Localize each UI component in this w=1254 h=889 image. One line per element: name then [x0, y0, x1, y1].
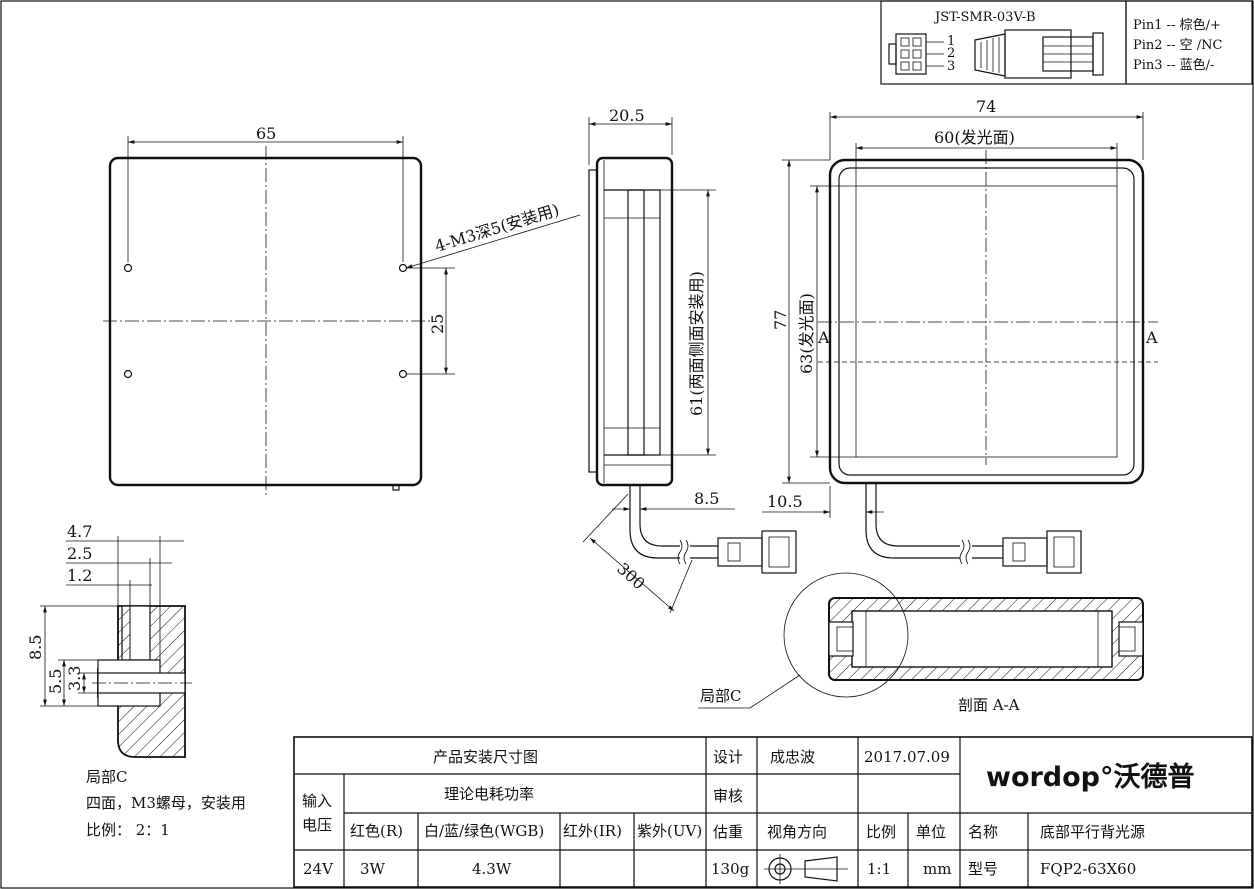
pin1-desc: Pin1 -- 棕色/+	[1133, 17, 1221, 33]
pin-number-2: 2	[947, 46, 955, 61]
section-label: 剖面 A-A	[958, 696, 1020, 714]
mount-hole	[123, 263, 133, 273]
tb-scale-label: 比例	[866, 823, 896, 841]
pin3-desc: Pin3 -- 蓝色/-	[1133, 57, 1214, 73]
dim-cable-offset-side: 8.5	[694, 489, 719, 508]
projection-symbol-icon	[764, 854, 848, 884]
detail-c: 4.7 2.5 1.2 8.5 5.5 3.3 局部C 四面，M3螺母，安装用 …	[26, 522, 246, 839]
tb-unit-value: mm	[923, 860, 951, 878]
tb-name-value: 底部平行背光源	[1040, 823, 1145, 841]
detail-desc: 四面，M3螺母，安装用	[86, 794, 246, 812]
side-view: 20.5 61(两面侧面安装用) 8.5 300	[582, 106, 797, 614]
dim-emit-width: 60(发光面)	[934, 128, 1015, 147]
mount-hole	[398, 369, 408, 379]
company-logo: wordop°沃德普	[986, 761, 1195, 793]
section-mark-right: A	[1145, 328, 1158, 347]
detail-scale: 比例： 2：1	[86, 821, 170, 839]
dim-outer-width: 74	[976, 97, 996, 116]
tb-col-uv: 紫外(UV)	[637, 822, 702, 840]
mount-hole	[398, 263, 408, 273]
connector-box: JST-SMR-03V-B 1 2 3 Pin1 -- 棕色/+ Pin2 --…	[880, 0, 1253, 85]
detail-dim-3: 1.2	[67, 566, 92, 585]
dim-outer-height: 77	[771, 310, 790, 330]
section-mark-left: A	[817, 328, 830, 347]
detail-dim-4: 8.5	[26, 635, 45, 660]
tb-unit-label: 单位	[916, 823, 946, 841]
dim-front-width: 65	[256, 124, 276, 143]
tb-voltage: 24V	[303, 860, 334, 878]
tb-col-ir: 红外(IR)	[563, 822, 622, 840]
dim-side-mount: 61(两面侧面安装用)	[687, 271, 706, 416]
mount-hole	[123, 369, 133, 379]
tb-input-label-2: 电压	[302, 816, 332, 834]
tb-wgb-power: 4.3W	[472, 860, 512, 878]
tb-col-wgb: 白/蓝/绿色(WGB)	[424, 822, 544, 840]
tb-view-dir-label: 视角方向	[767, 823, 827, 841]
pin-number-1: 1	[947, 34, 955, 49]
dim-emit-height: 63(发光面)	[797, 293, 816, 374]
front-view: 65 25 4-M3深5(安装用)	[103, 124, 581, 495]
title-block: 产品安装尺寸图 设计 成忠波 2017.07.09 输入 电压 理论电耗功率 审…	[293, 736, 1253, 888]
hole-note: 4-M3深5(安装用)	[433, 200, 562, 256]
detail-title: 局部C	[86, 768, 127, 786]
tb-name-label: 名称	[968, 823, 998, 841]
tb-designer: 成忠波	[770, 748, 815, 766]
detail-c-callout-circle	[783, 572, 909, 698]
tb-scale-value: 1:1	[867, 860, 891, 878]
tb-model-value: FQP2-63X60	[1040, 860, 1136, 878]
tb-review-label: 审核	[713, 787, 743, 805]
tb-red-power: 3W	[360, 860, 386, 878]
right-view: A A 74 60(发光面) 77 63(发光面)	[762, 97, 1158, 574]
detail-dim-5: 5.5	[46, 669, 65, 694]
dim-hole-spacing: 25	[428, 314, 447, 334]
dim-thickness: 20.5	[609, 106, 645, 125]
section-a-a: 局部C 剖面 A-A	[698, 572, 1144, 714]
connector-model: JST-SMR-03V-B	[933, 10, 1036, 25]
tb-model-label: 型号	[968, 860, 998, 878]
tb-date: 2017.07.09	[864, 748, 950, 766]
dim-cable-offset-right: 10.5	[767, 492, 803, 511]
tb-drawing-title: 产品安装尺寸图	[433, 748, 538, 766]
dim-cable-length: 300	[613, 559, 648, 594]
tb-weight-label: 估重	[713, 823, 743, 841]
tb-col-red: 红色(R)	[350, 822, 403, 840]
detail-dim-6: 3.3	[65, 666, 84, 691]
detail-dim-2: 2.5	[67, 544, 92, 563]
tb-design-label: 设计	[713, 748, 743, 766]
pin-number-3: 3	[947, 59, 955, 74]
tb-power-label: 理论电耗功率	[444, 785, 534, 803]
detail-dim-1: 4.7	[67, 522, 92, 541]
tb-weight: 130g	[711, 860, 750, 878]
section-callout-label: 局部C	[700, 687, 741, 705]
pin2-desc: Pin2 -- 空 /NC	[1133, 38, 1222, 53]
tb-input-label-1: 输入	[302, 792, 332, 810]
